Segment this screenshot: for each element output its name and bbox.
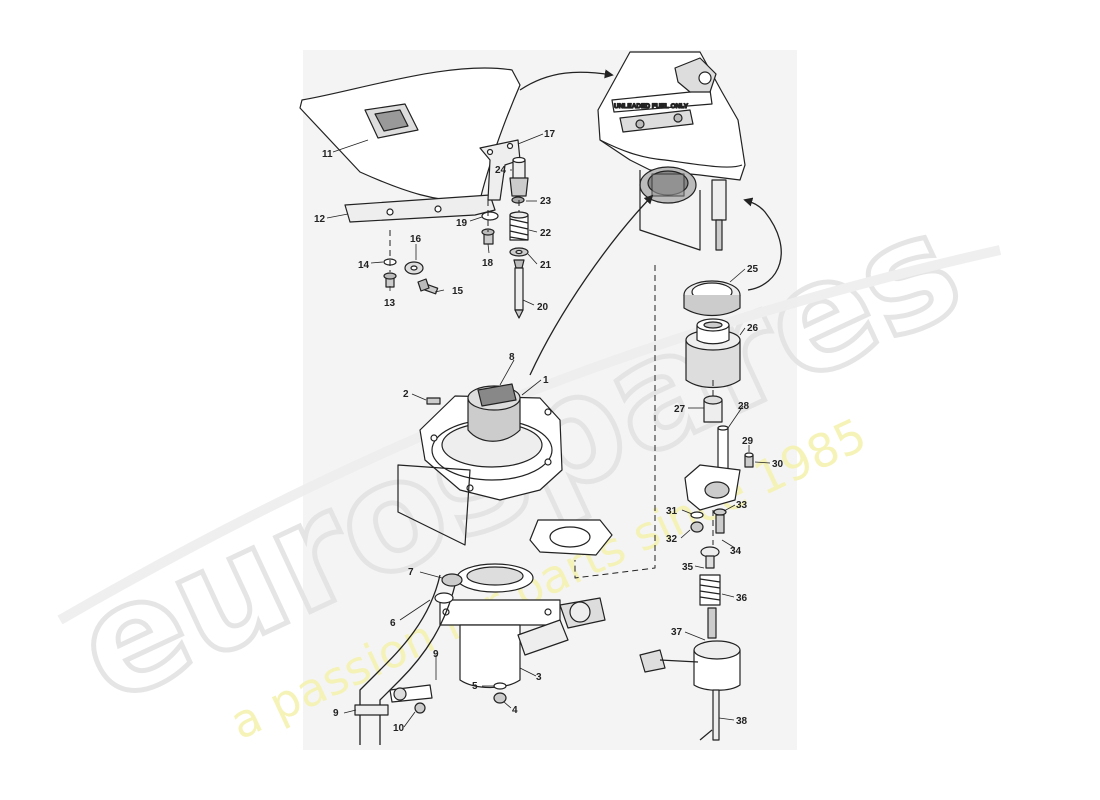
breather-hose-clamps (354, 573, 463, 745)
label-26: 26 (747, 323, 759, 334)
label-12: 12 (314, 214, 326, 225)
filler-housing-assembly: UNLEADED FUEL ONLY (597, 51, 746, 251)
label-19: 19 (456, 218, 468, 229)
fasteners-left (383, 211, 499, 295)
label-35: 35 (682, 562, 694, 573)
label-1: 1 (543, 375, 549, 386)
label-18: 18 (482, 258, 494, 269)
actuator-pin-stack (509, 156, 529, 319)
label-23: 23 (540, 196, 552, 207)
label-13: 13 (384, 298, 396, 309)
label-16: 16 (410, 234, 422, 245)
part-number-labels: 11 12 14 16 13 15 17 24 23 22 19 18 21 2… (314, 129, 784, 734)
grommet-sleeve (683, 280, 741, 389)
label-2: 2 (403, 389, 409, 400)
spring-actuator-rod (639, 574, 741, 741)
label-38: 38 (736, 716, 748, 727)
label-7: 7 (408, 567, 414, 578)
hinge-bracket (344, 139, 521, 223)
label-22: 22 (540, 228, 552, 239)
actuator-bracket (684, 452, 754, 569)
filler-neck (439, 563, 606, 704)
label-21: 21 (540, 260, 552, 271)
label-6: 6 (390, 618, 396, 629)
leader-guides (389, 200, 714, 579)
label-36: 36 (736, 593, 748, 604)
label-24: 24 (495, 165, 507, 176)
label-30: 30 (772, 459, 784, 470)
label-37: 37 (671, 627, 683, 638)
label-29: 29 (742, 436, 754, 447)
label-20: 20 (537, 302, 549, 313)
label-33: 33 (736, 500, 748, 511)
label-31: 31 (666, 506, 678, 517)
label-9-lower: 9 (333, 708, 339, 719)
label-28: 28 (738, 401, 750, 412)
label-11: 11 (322, 149, 333, 160)
label-8: 8 (509, 352, 515, 363)
label-25: 25 (747, 264, 759, 275)
label-17: 17 (544, 129, 556, 140)
direction-arrows (519, 69, 782, 376)
gasket (397, 464, 613, 556)
label-34: 34 (730, 546, 742, 557)
label-32: 32 (666, 534, 678, 545)
fuel-warning-plate-text: UNLEADED FUEL ONLY (614, 103, 689, 110)
label-4: 4 (512, 705, 518, 716)
label-5: 5 (472, 681, 478, 692)
filler-cap-flange (419, 383, 563, 501)
label-14: 14 (358, 260, 370, 271)
leader-lines (326, 133, 771, 728)
label-15: 15 (452, 286, 464, 297)
label-27: 27 (674, 404, 686, 415)
label-3: 3 (536, 672, 542, 683)
label-9-upper: 9 (433, 649, 439, 660)
fuel-flap-panel (299, 67, 521, 202)
label-10: 10 (393, 723, 405, 734)
